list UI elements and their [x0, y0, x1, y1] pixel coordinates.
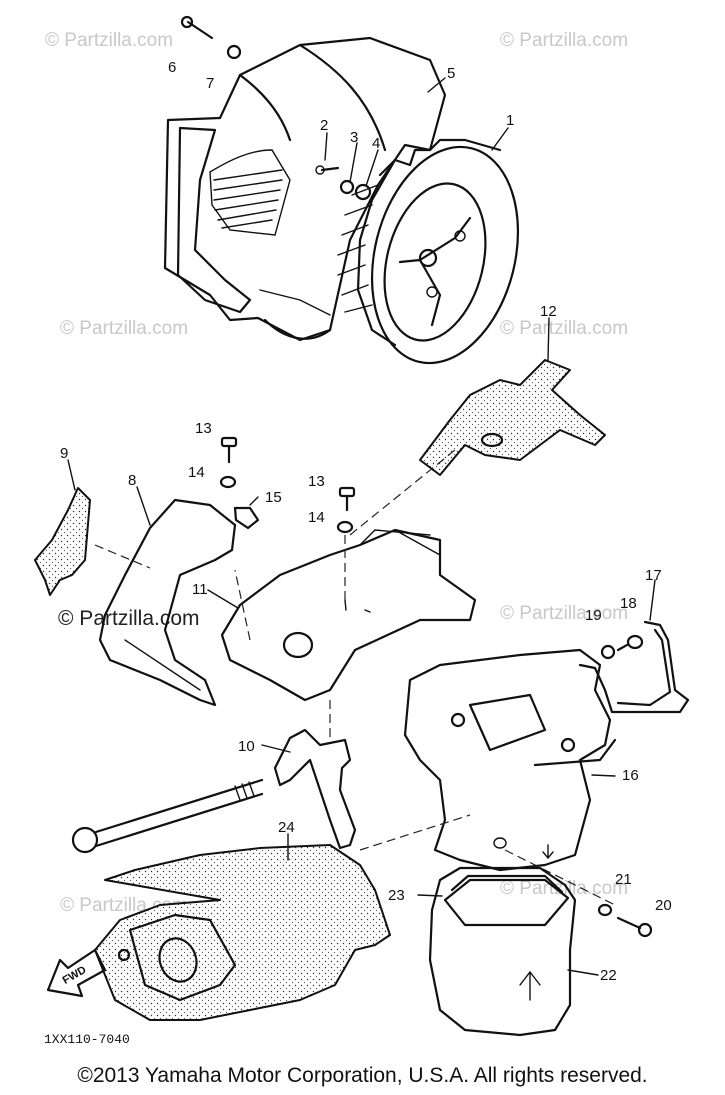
watermark: © Partzilla.com	[60, 318, 189, 339]
cooling-fan-part	[337, 138, 520, 365]
callout-8: 8	[128, 472, 136, 489]
side-cover-8-part	[98, 498, 237, 707]
washer-7-part	[226, 44, 242, 60]
washer-3-part	[339, 179, 355, 195]
diagram-code: 1XX110-7040	[44, 1032, 130, 1047]
callout-12: 12	[540, 303, 557, 320]
washer-14b-part	[336, 520, 354, 534]
shroud-hardware	[219, 436, 356, 534]
callout-20: 20	[655, 897, 672, 914]
washer-14-part	[219, 475, 237, 489]
callout-3: 3	[350, 129, 358, 146]
watermark: © Partzilla.com	[500, 30, 629, 51]
center-shroud-11-part	[220, 528, 477, 702]
callout-13b: 13	[308, 473, 325, 490]
callout-2: 2	[320, 117, 328, 134]
washer-19-part	[600, 644, 616, 660]
bracket-9-part	[34, 487, 91, 596]
washer-21-part	[597, 903, 613, 917]
callout-22: 22	[600, 967, 617, 984]
callout-16: 16	[622, 767, 639, 784]
callout-7: 7	[206, 75, 214, 92]
handle-17-part	[578, 620, 690, 714]
watermark: © Partzilla.com	[500, 878, 629, 899]
forward-arrow-icon: FWD	[46, 948, 107, 998]
bracket-10-part	[273, 728, 357, 850]
long-bolt-part	[71, 778, 264, 854]
watermark: © Partzilla.com	[500, 318, 629, 339]
callout-4: 4	[372, 135, 380, 152]
callout-19: 19	[585, 607, 602, 624]
callout-5: 5	[447, 65, 455, 82]
copyright-notice: ©2013 Yamaha Motor Corporation, U.S.A. A…	[77, 1064, 648, 1087]
watermark: © Partzilla.com	[500, 603, 629, 624]
callout-17: 17	[645, 567, 662, 584]
plate-12-part	[419, 359, 606, 476]
air-box-22-part	[428, 866, 577, 1037]
watermark-dark: © Partzilla.com	[58, 607, 200, 630]
callout-10: 10	[238, 738, 255, 755]
bolt-13-part	[220, 436, 238, 448]
svg-text:FWD: FWD	[61, 964, 89, 987]
screw-20-part	[616, 916, 642, 930]
watermark: © Partzilla.com	[45, 30, 174, 51]
callout-1: 1	[506, 112, 514, 129]
callout-14b: 14	[308, 509, 325, 526]
callout-13: 13	[195, 420, 212, 437]
lower-cover-24-part	[94, 844, 391, 1021]
assembly-lines	[94, 449, 616, 906]
washer-4-part	[354, 183, 372, 201]
callout-18: 18	[620, 595, 637, 612]
callout-14: 14	[188, 464, 205, 481]
callout-9: 9	[60, 445, 68, 462]
bolt-13b-part	[338, 486, 356, 498]
callout-11: 11	[192, 581, 208, 598]
rear-cover-16-part	[403, 648, 617, 872]
callout-23: 23	[388, 887, 405, 904]
housing-hardware	[180, 15, 372, 201]
part-number-callouts: 1 2 3 4 5 6 7 8 9 10 11 12 13 14 15 16 1…	[60, 59, 672, 984]
bolt-18-part	[626, 634, 644, 650]
callout-24: 24	[278, 819, 295, 836]
callout-21: 21	[615, 871, 632, 888]
callout-6: 6	[168, 59, 176, 76]
leader-lines	[67, 77, 656, 976]
callout-15: 15	[265, 489, 282, 506]
clip-15-part	[233, 506, 260, 530]
